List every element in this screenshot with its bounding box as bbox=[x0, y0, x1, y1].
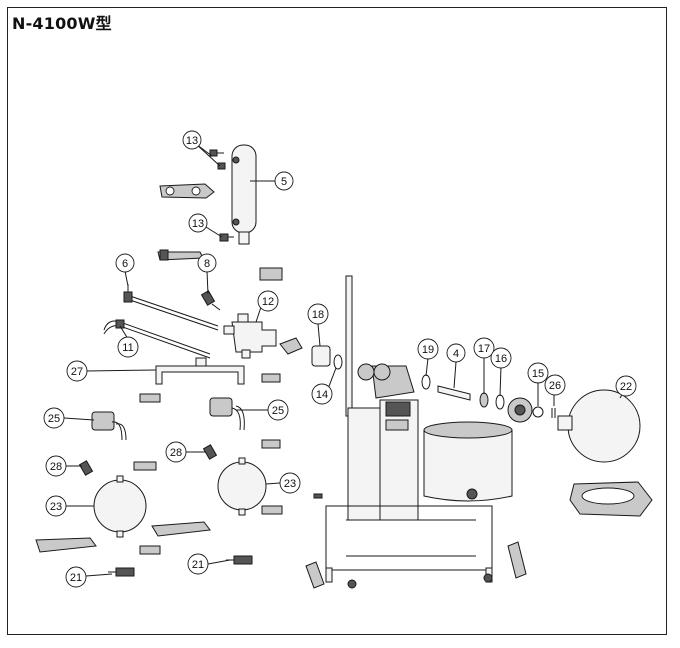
callout-23-left: 23 bbox=[45, 495, 67, 517]
callout-label: 17 bbox=[478, 343, 490, 355]
manifold-part-27 bbox=[155, 357, 245, 385]
diagram-frame bbox=[7, 7, 667, 635]
callout-label: 18 bbox=[312, 309, 324, 321]
callout-4: 4 bbox=[446, 343, 466, 363]
clip-part-26 bbox=[551, 408, 556, 418]
callout-label: 12 bbox=[262, 296, 274, 308]
callout-label: 11 bbox=[122, 342, 133, 354]
callout-label: 26 bbox=[549, 380, 561, 392]
ring-part-17 bbox=[479, 392, 489, 408]
adapter-part-25-left bbox=[91, 411, 127, 441]
fitting-part bbox=[259, 267, 303, 355]
flange-part bbox=[507, 397, 533, 423]
tube-part-6 bbox=[123, 284, 219, 331]
callout-6: 6 bbox=[115, 253, 135, 273]
callout-label: 21 bbox=[192, 559, 204, 571]
callout-25-right: 25 bbox=[267, 399, 289, 421]
valve-part-21-left bbox=[108, 567, 135, 577]
valve-part-8 bbox=[200, 290, 221, 311]
callout-17: 17 bbox=[473, 337, 495, 359]
callout-label: 28 bbox=[50, 461, 62, 473]
callout-21-left: 21 bbox=[65, 566, 87, 588]
callout-label: 8 bbox=[204, 258, 210, 270]
callout-8: 8 bbox=[197, 253, 217, 273]
clip-parts bbox=[133, 373, 283, 555]
callout-28-right: 28 bbox=[165, 441, 187, 463]
callout-label: 25 bbox=[48, 413, 60, 425]
callout-16: 16 bbox=[490, 347, 512, 369]
callout-label: 21 bbox=[70, 572, 82, 584]
adapter-part-25-right bbox=[209, 397, 245, 431]
callout-11: 11 bbox=[117, 336, 139, 358]
callout-label: 15 bbox=[532, 368, 544, 380]
condenser-part-5 bbox=[231, 144, 257, 245]
callout-26: 26 bbox=[544, 374, 566, 396]
callout-label: 23 bbox=[50, 501, 62, 513]
callout-label: 19 bbox=[422, 344, 434, 356]
callout-label: 28 bbox=[170, 447, 182, 459]
flask-part-23-left bbox=[93, 475, 147, 538]
callout-label: 16 bbox=[495, 353, 507, 365]
shaft-part-4 bbox=[437, 385, 471, 401]
callout-label: 13 bbox=[186, 135, 198, 147]
callout-15: 15 bbox=[527, 362, 549, 384]
callout-19: 19 bbox=[417, 338, 439, 360]
o-ring-part-16 bbox=[495, 394, 505, 410]
callout-21-right: 21 bbox=[187, 553, 209, 575]
callout-18: 18 bbox=[307, 303, 329, 325]
callout-13-top: 13 bbox=[182, 130, 202, 150]
valve-part-28-left bbox=[78, 460, 94, 476]
callout-label: 4 bbox=[453, 348, 459, 360]
callout-25-left: 25 bbox=[43, 407, 65, 429]
flask-holder-part bbox=[569, 481, 653, 517]
leader-lines bbox=[63, 143, 627, 577]
tube-part-11 bbox=[103, 319, 211, 359]
screw-part-13-top bbox=[209, 149, 226, 170]
evaporator-main-unit bbox=[305, 275, 527, 589]
callout-27: 27 bbox=[66, 360, 88, 382]
callout-23-right: 23 bbox=[279, 472, 301, 494]
callout-12: 12 bbox=[257, 290, 279, 312]
flask-part-23-right bbox=[217, 457, 267, 516]
callout-label: 5 bbox=[281, 176, 287, 188]
seal-part-15 bbox=[532, 406, 544, 418]
vapor-duct-part-12 bbox=[223, 313, 277, 359]
callout-5: 5 bbox=[274, 171, 294, 191]
diagram-title: N-4100W型 bbox=[12, 14, 112, 33]
callout-label: 25 bbox=[272, 405, 284, 417]
rotor-part bbox=[357, 363, 391, 381]
callout-label: 6 bbox=[122, 258, 128, 270]
callout-22: 22 bbox=[615, 375, 637, 397]
callout-13-bottom: 13 bbox=[188, 213, 208, 233]
o-ring-part-14 bbox=[333, 354, 343, 370]
seal-ring-part-18 bbox=[311, 345, 331, 367]
callout-14: 14 bbox=[311, 383, 333, 405]
o-ring-part-19 bbox=[421, 374, 431, 390]
small-clamp-part bbox=[157, 249, 204, 261]
callout-label: 14 bbox=[316, 389, 328, 401]
screw-part-13-bottom bbox=[219, 233, 234, 242]
callout-label: 23 bbox=[284, 478, 296, 490]
callout-label: 13 bbox=[192, 218, 204, 230]
callout-label: 22 bbox=[620, 381, 632, 393]
rotary-flask-part-22 bbox=[557, 389, 641, 463]
callout-28-left: 28 bbox=[45, 455, 67, 477]
callout-label: 27 bbox=[71, 366, 83, 378]
valve-part-28-right bbox=[202, 444, 218, 460]
clamp-part bbox=[159, 183, 215, 199]
flask-clamp-parts bbox=[35, 521, 211, 553]
